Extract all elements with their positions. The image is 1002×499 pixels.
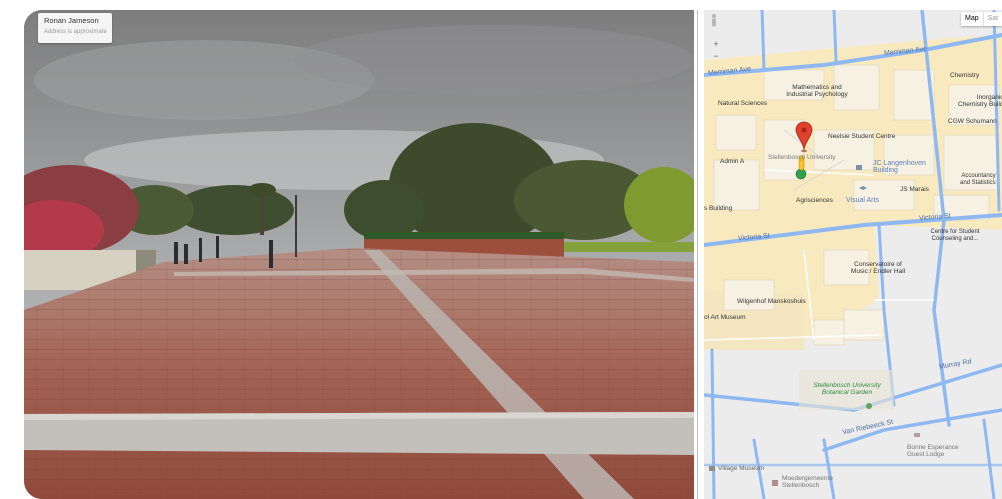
place-label-village-museum: Village Museum [718,465,765,472]
place-label-natural-sciences: Natural Sciences [718,100,768,107]
pegman-icon[interactable] [710,13,718,29]
street-view-image[interactable] [24,10,694,499]
map-canvas[interactable] [704,10,1002,499]
place-label-visual-arts: Visual Arts [846,197,879,204]
place-label-admin-a: Admin A [720,158,745,165]
lodge-icon [914,433,920,437]
place-label-mathematics: Mathematics and Industrial Psychology [786,84,848,98]
place-label-inorganic-chemistry: Inorganic Chemistry Build [958,94,1002,108]
zoom-in-button[interactable]: + [713,39,719,49]
street-view-person-icon [795,155,807,180]
map-type-satellite-button[interactable]: Sat [982,12,1002,26]
location-pin-icon[interactable] [795,121,813,153]
church-icon [772,480,778,486]
map-type-map-button[interactable]: Map [965,15,979,22]
place-label-accountancy: Accountancy and Statistics [960,173,996,186]
museum-icon [709,466,715,471]
map-type-control: Map Sat [961,12,1002,26]
place-label-agrisciences: Agrisciences [796,197,833,204]
school-icon [859,186,867,190]
panel-divider-line [697,10,698,499]
place-label-wilgenhof: Wilgenhof Manskoshuis [737,298,806,305]
street-view-info-card: Ronan Jameson Address is approximate [38,13,112,43]
place-label-js-marais: JS Marais [900,186,929,193]
building-icon [856,165,862,170]
place-label-art-museum: ol Art Museum [704,314,746,321]
place-label-centre-for-student-counseling: Centre for Student Counseling and... [930,229,980,242]
place-label-s-building: s Building [704,205,733,212]
place-label-neelsie-student-centre: Neelsie Student Centre [828,133,896,140]
place-label-cgw-schumann: CGW Schumann [948,118,997,125]
address-note: Address is approximate [44,29,107,35]
place-label-jc-langenhoven: JC Langenhoven Building [873,160,926,174]
panel-divider[interactable] [694,10,704,499]
place-label-botanical-garden: Stellenbosch University Botanical Garden [813,382,881,396]
place-label-conservatoire: Conservatoire of Music / Endler Hall [850,261,906,275]
map-zoom-controls: + − [710,13,722,73]
place-label-moedergemeente: Moedergemeente Stellenbosch [782,475,833,489]
garden-icon [866,403,872,409]
place-label-chemistry: Chemistry [950,72,980,79]
photo-author-link[interactable]: Ronan Jameson [44,16,99,25]
place-label-bonne-esperance: Bonne Esperance Guest Lodge [907,444,959,458]
map-panel[interactable]: Merriman Ave Merriman Ave Victoria St Vi… [704,10,1002,499]
street-view-panorama[interactable] [24,10,694,499]
place-label-stellenbosch-university: Stellenbosch University [768,154,836,161]
zoom-out-button[interactable]: − [713,51,719,61]
